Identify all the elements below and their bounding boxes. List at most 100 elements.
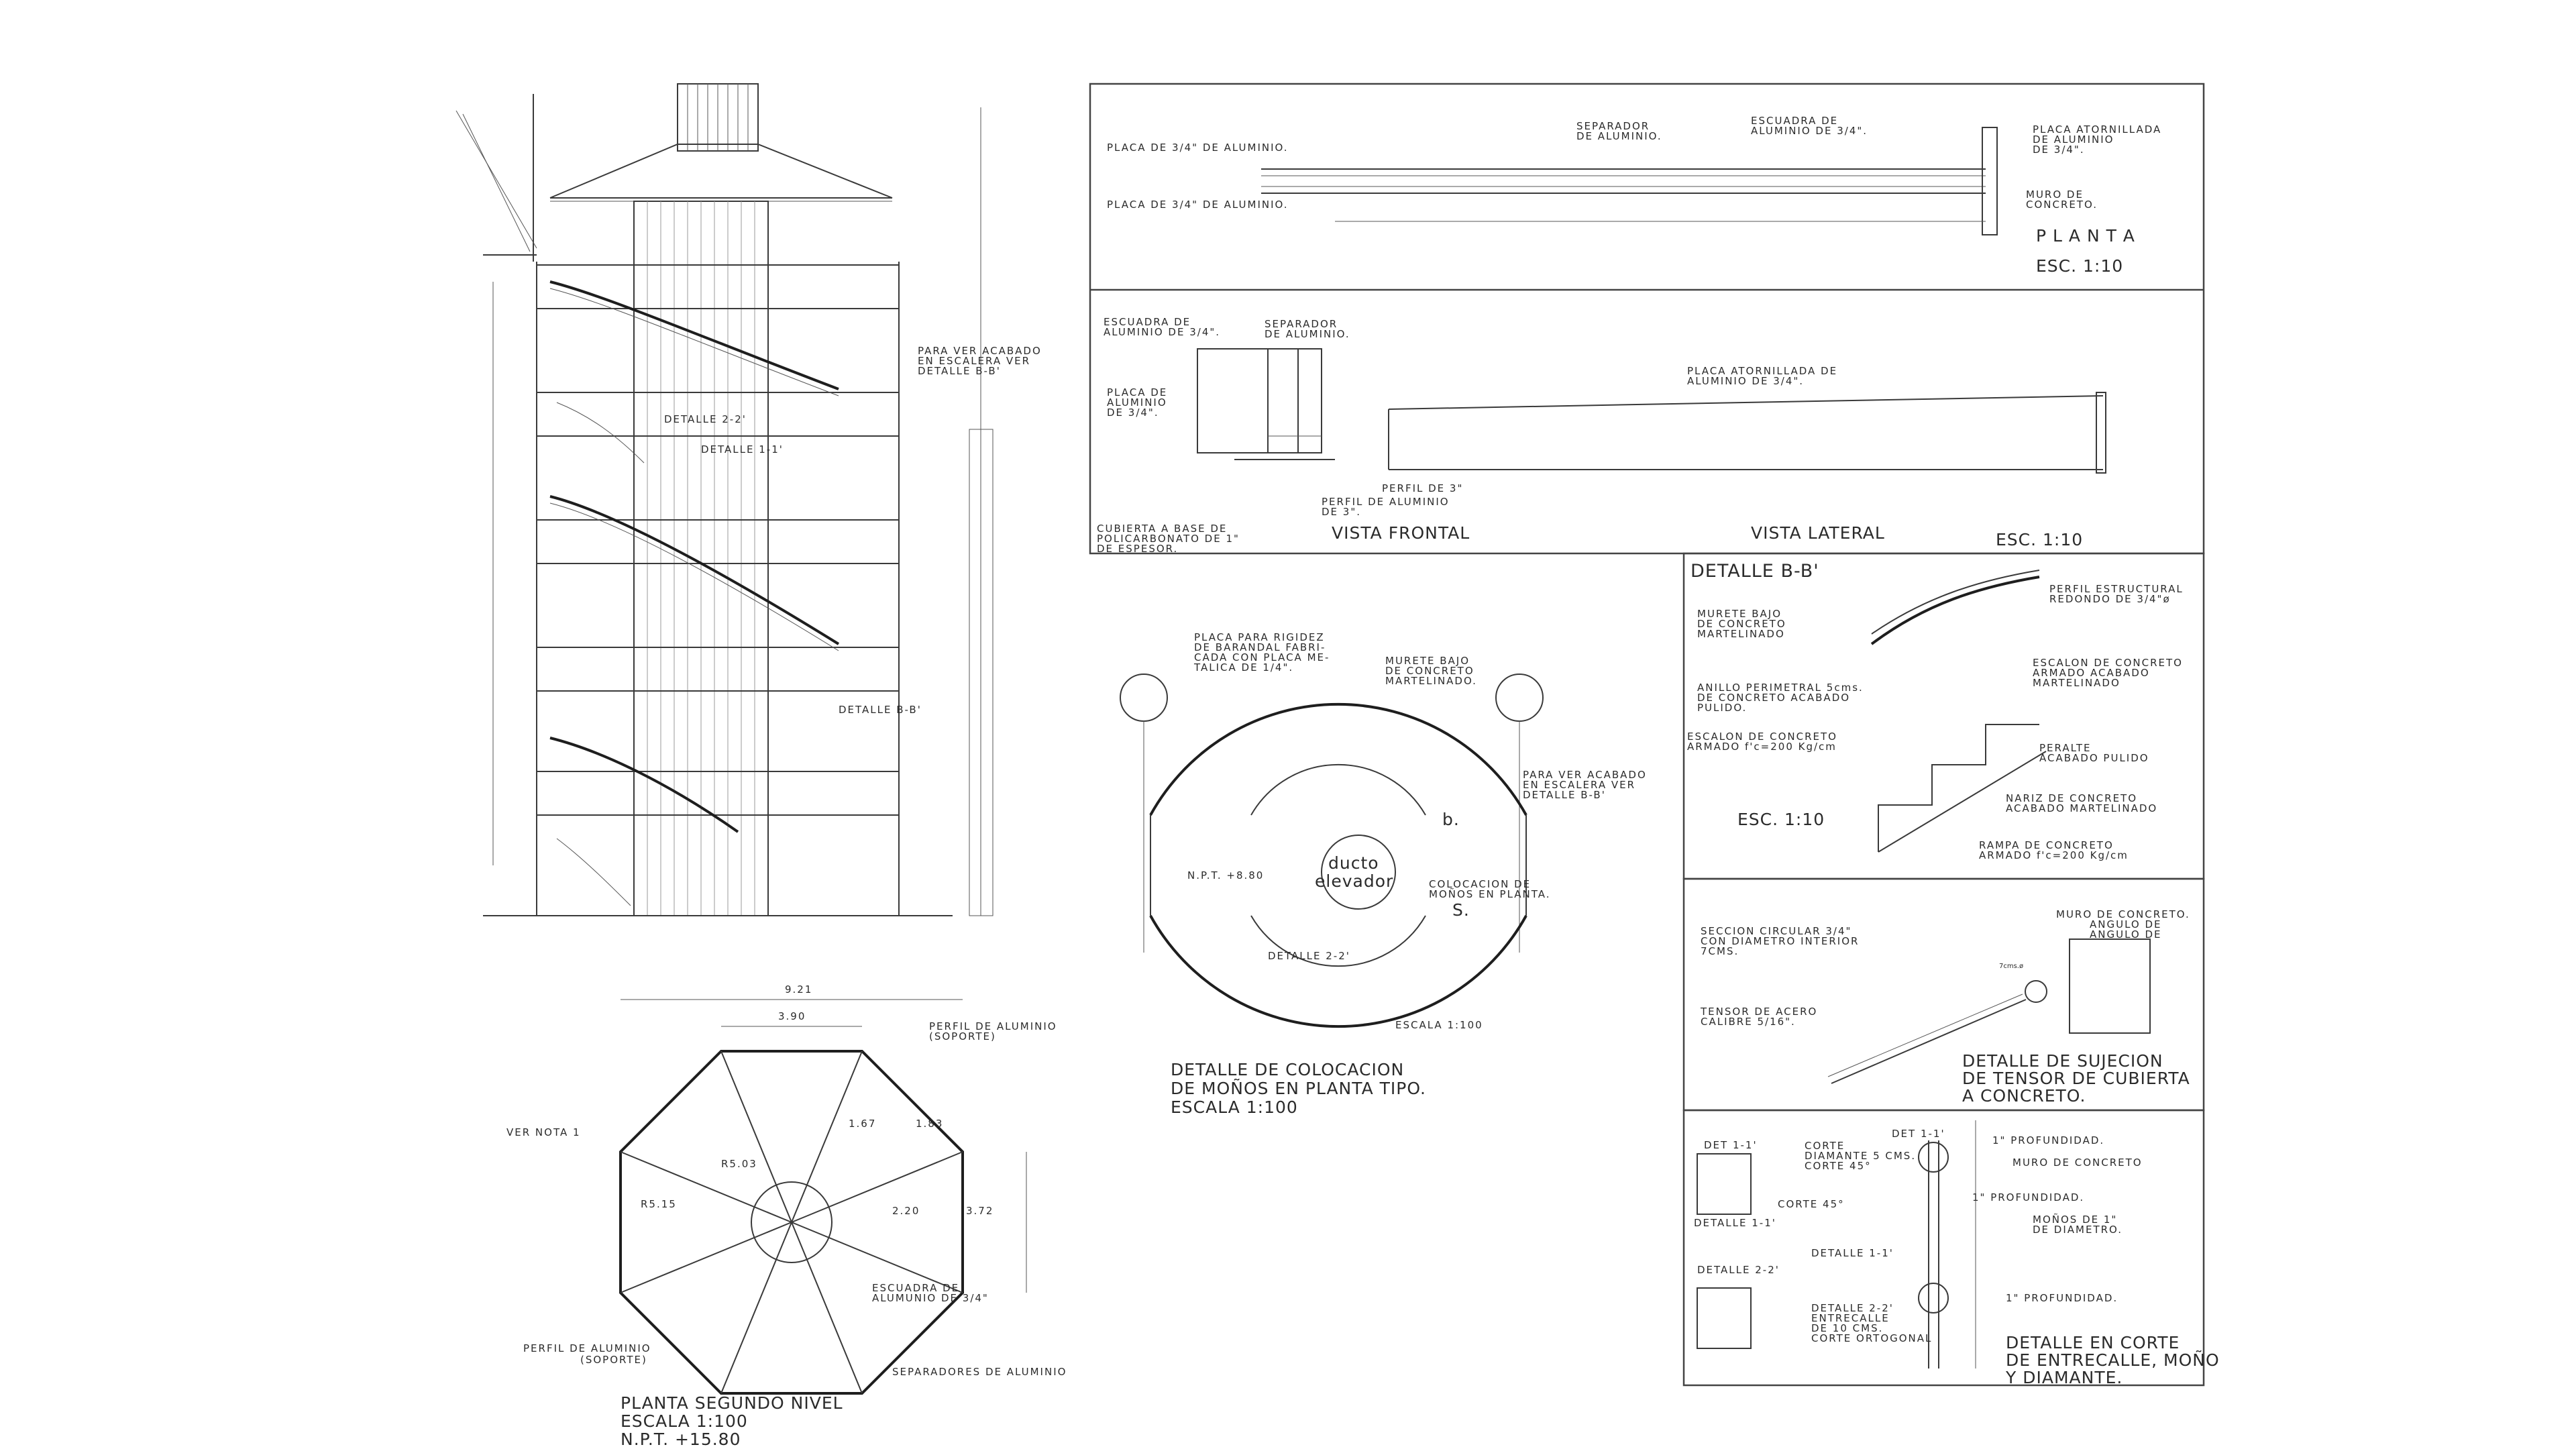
vista-frontal-lateral-section: ESCUADRA DE ALUMINIO DE 3/4". SEPARADOR …: [1097, 316, 2106, 555]
ec-detalle11: DETALLE 1-1': [1694, 1217, 1776, 1229]
sujecion-muro: MURO DE CONCRETO.: [2056, 908, 2190, 920]
sujecion-angulo-1: ANGULO DE: [2090, 918, 2162, 930]
planta-separador-2: DE ALUMINIO.: [1576, 130, 1662, 142]
pn-d183: 1.83: [916, 1118, 943, 1130]
planta-title: P L A N T A: [2036, 226, 2135, 246]
bb-perfil-1: PERFIL ESTRUCTURAL: [2049, 583, 2184, 595]
bb-scale: ESC. 1:10: [1737, 810, 1825, 829]
sujecion-angulo-2: ANGULO DE: [2090, 928, 2162, 941]
ec-monos-2: DE DIAMETRO.: [2033, 1224, 2123, 1236]
planta-placa-1: PLACA DE 3/4" DE ALUMINIO.: [1107, 142, 1288, 154]
frontal-placa-3: DE 3/4".: [1107, 407, 1159, 419]
planta-placa-atorn-1: PLACA ATORNILLADA: [2033, 123, 2161, 136]
col-placa-3: CADA CON PLACA ME-: [1194, 651, 1330, 663]
col-title-3: ESCALA 1:100: [1171, 1097, 1298, 1117]
col-ducto: ducto: [1328, 853, 1379, 873]
bb-nariz-2: ACABADO MARTELINADO: [2006, 802, 2157, 814]
bb-escalon1-2: ARMADO ACABADO: [2033, 667, 2150, 679]
ec-corte-1: CORTE: [1805, 1140, 1845, 1152]
col-s: S.: [1452, 900, 1470, 920]
sujecion-seccion-3: 7CMS.: [1701, 945, 1739, 957]
frontal-cubierta-2: POLICARBONATO DE 1": [1097, 533, 1240, 545]
bb-escalon2-2: ARMADO f'c=200 Kg/cm: [1687, 741, 1837, 753]
pn-title-1: PLANTA SEGUNDO NIVEL: [621, 1393, 843, 1413]
col-para-ver-1: PARA VER ACABADO: [1523, 769, 1647, 781]
bb-murete-1: MURETE BAJO: [1697, 608, 1782, 620]
bb-title: DETALLE B-B': [1690, 561, 1819, 582]
elev-label-2: EN ESCALERA VER: [918, 355, 1030, 367]
col-para-ver-3: DETALLE B-B': [1523, 789, 1606, 801]
bb-peralte-1: PERALTE: [2039, 742, 2092, 754]
pn-perfil-top-1: PERFIL DE ALUMINIO: [929, 1020, 1057, 1032]
frontal-escuadra-2: ALUMINIO DE 3/4".: [1104, 326, 1220, 338]
col-b: b.: [1442, 810, 1460, 829]
planta-muro-2: CONCRETO.: [2026, 199, 2098, 211]
col-placa-1: PLACA PARA RIGIDEZ: [1194, 631, 1325, 643]
pn-escuadra-1: ESCUADRA DE: [872, 1282, 959, 1294]
bb-murete-3: MARTELINADO: [1697, 628, 1785, 640]
planta-scale: ESC. 1:10: [2036, 256, 2123, 276]
sujecion-seccion-1: SECCION CIRCULAR 3/4": [1701, 925, 1851, 937]
ec-detalle11c: DETALLE 1-1': [1811, 1247, 1894, 1259]
bb-rampa-1: RAMPA DE CONCRETO: [1979, 839, 2114, 851]
col-para-ver-2: EN ESCALERA VER: [1523, 779, 1635, 791]
ec-detalle22: DETALLE 2-2': [1697, 1264, 1780, 1276]
frontal-perfil-1: PERFIL DE ALUMINIO: [1322, 496, 1450, 508]
frontal-escuadra-1: ESCUADRA DE: [1104, 316, 1191, 328]
col-placa-2: DE BARANDAL FABRI-: [1194, 641, 1326, 653]
col-placa-4: TALICA DE 1/4".: [1193, 661, 1293, 674]
col-murete-1: MURETE BAJO: [1385, 655, 1470, 667]
pn-d167: 1.67: [849, 1118, 876, 1130]
bb-anillo-2: DE CONCRETO ACABADO: [1697, 692, 1850, 704]
ec-corte-2: DIAMANTE 5 CMS.: [1805, 1150, 1916, 1162]
ec-detalle22b-1: DETALLE 2-2': [1811, 1302, 1894, 1314]
col-colocacion-2: MOÑOS EN PLANTA.: [1429, 888, 1551, 900]
stair-tower-elevation: PARA VER ACABADO EN ESCALERA VER DETALLE…: [455, 83, 1042, 916]
sujecion-title-3: A CONCRETO.: [1962, 1086, 2086, 1106]
frontal-cubierta-1: CUBIERTA A BASE DE: [1097, 523, 1227, 535]
pn-separadores: SEPARADORES DE ALUMINIO: [892, 1366, 1067, 1378]
planta-detail-section: PLACA DE 3/4" DE ALUMINIO. PLACA DE 3/4"…: [1089, 83, 2205, 555]
sujecion-seccion-2: CON DIAMETRO INTERIOR: [1701, 935, 1859, 947]
sujecion-title-2: DE TENSOR DE CUBIERTA: [1962, 1069, 2190, 1088]
pn-perfil-top-2: (SOPORTE): [929, 1030, 996, 1042]
elev-detalle-bb: DETALLE B-B': [839, 704, 922, 716]
entrecalle-section: DET 1-1' CORTE DIAMANTE 5 CMS. CORTE 45°…: [1682, 1109, 2219, 1387]
elev-label-1: PARA VER ACABADO: [918, 345, 1042, 357]
frontal-placa-2: ALUMINIO: [1107, 396, 1167, 409]
pn-perfil-bottom-2: (SOPORTE): [580, 1354, 647, 1366]
pn-d220: 2.20: [892, 1205, 920, 1217]
frontal-perfil-2: DE 3".: [1322, 506, 1361, 518]
bb-peralte-2: ACABADO PULIDO: [2039, 752, 2149, 764]
planta-placa-atorn-3: DE 3/4".: [2033, 144, 2085, 156]
planta-separador-1: SEPARADOR: [1576, 120, 1650, 132]
col-title-1: DETALLE DE COLOCACION: [1171, 1060, 1404, 1079]
bb-murete-2: DE CONCRETO: [1697, 618, 1786, 630]
col-elevador: elevador: [1315, 871, 1393, 891]
col-murete-2: DE CONCRETO: [1385, 665, 1474, 677]
bb-escalon1-3: MARTELINADO: [2033, 677, 2121, 689]
ec-detalle22b-3: DE 10 CMS.: [1811, 1322, 1883, 1334]
ec-corte45: CORTE 45°: [1778, 1198, 1845, 1210]
frontal-placa-1: PLACA DE: [1107, 386, 1167, 398]
planta-escuadra-1: ESCUADRA DE: [1751, 115, 1838, 127]
bb-anillo-1: ANILLO PERIMETRAL 5cms.: [1697, 682, 1864, 694]
ec-monos-1: MOÑOS DE 1": [2033, 1213, 2117, 1226]
pn-dim-inner: 3.90: [778, 1010, 806, 1022]
planta-escuadra-2: ALUMINIO DE 3/4".: [1751, 125, 1868, 137]
detalle-bb-section: DETALLE B-B' MURETE BAJO DE CONCRETO MAR…: [1682, 552, 2205, 880]
ec-title-1: DETALLE EN CORTE: [2006, 1333, 2180, 1352]
ec-corte-3: CORTE 45°: [1805, 1160, 1872, 1172]
planta-muro-1: MURO DE: [2026, 189, 2084, 201]
ec-detalle22b-4: CORTE ORTOGONAL: [1811, 1332, 1932, 1344]
ec-prof1: 1" PROFUNDIDAD.: [1992, 1134, 2104, 1146]
pn-escuadra-2: ALUMUNIO DE 3/4": [872, 1292, 989, 1304]
pn-title-3: N.P.T. +15.80: [621, 1430, 741, 1449]
col-escala-small: ESCALA 1:100: [1395, 1019, 1483, 1031]
planta-placa-atorn-2: DE ALUMINIO: [2033, 133, 2114, 146]
ec-det11: DET 1-1': [1704, 1139, 1758, 1151]
vista-frontal-title: VISTA FRONTAL: [1332, 523, 1470, 543]
ec-detalle22b-2: ENTRECALLE: [1811, 1312, 1890, 1324]
bb-anillo-3: PULIDO.: [1697, 702, 1747, 714]
